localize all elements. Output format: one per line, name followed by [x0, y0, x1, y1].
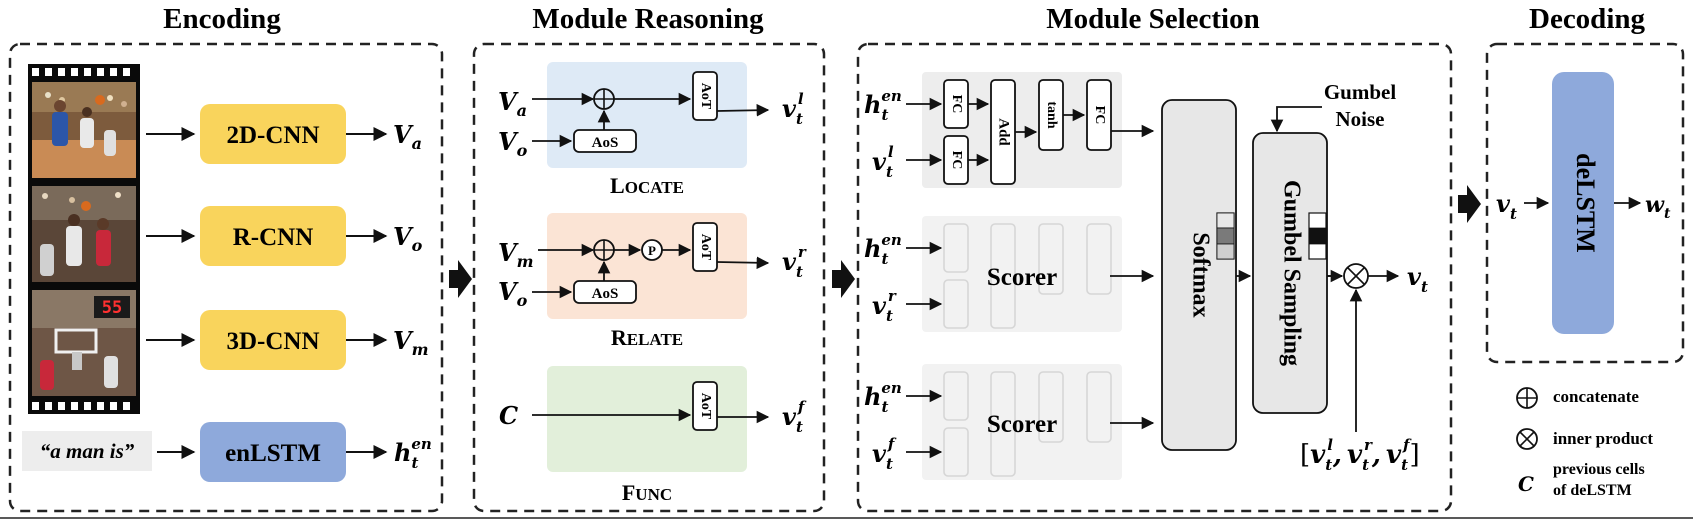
func-out-v: vtf [782, 398, 807, 436]
bracket-vector: [vtl,vtr,vtf] [1300, 436, 1420, 474]
sel-h-en-3: hten [864, 379, 902, 416]
relate-aos-label: AoS [592, 286, 619, 302]
dec-out-w: wt [1645, 192, 1671, 222]
rcnn-label: R-CNN [233, 224, 314, 251]
gumbel-noise-2: Noise [1336, 107, 1385, 131]
gumbel-noise-1: Gumbel [1324, 80, 1397, 104]
sel-v-l: vtl [872, 143, 894, 181]
gumbel-sampling-box [1252, 132, 1328, 414]
video-frame-2 [32, 186, 136, 282]
sel-h-en-2: hten [864, 231, 902, 268]
legend: concatenate inner product C previous cel… [1516, 387, 1653, 499]
softmax-box [1161, 99, 1237, 451]
locate-out-line [716, 103, 770, 117]
legend-concat-label: concatenate [1553, 387, 1639, 406]
locate-aos-label: AoS [592, 135, 619, 151]
s2-ghost-blocks [943, 223, 1112, 329]
relate-out-line [716, 256, 770, 270]
s1-add-label: Add [996, 118, 1012, 146]
caption-box [22, 431, 152, 471]
sel-v-f: vtf [872, 435, 897, 473]
locate-aot-box [692, 71, 718, 121]
sel-v-r: vtr [872, 287, 897, 325]
sel-out-v: vt [1407, 262, 1428, 296]
inner-x-2 [1347, 267, 1365, 285]
scorer-2-label: Scorer [987, 264, 1057, 291]
sel-h-en-1: hten [864, 87, 902, 124]
softmax-label: Softmax [1187, 232, 1213, 317]
onehot-vector [1308, 212, 1327, 260]
label-h-en: hten [394, 435, 432, 472]
label-vm: Vm [393, 326, 429, 359]
locate-in-vo: Vo [498, 127, 528, 160]
s1-tanh-label: tanh [1044, 101, 1059, 128]
legend-prev-2: of deLSTM [1553, 482, 1632, 499]
delstm-label: deLSTM [1571, 153, 1600, 253]
video-frame-3: 55 [32, 290, 136, 396]
cnn-2d-box [200, 104, 346, 164]
relate-title: RELATE [611, 325, 683, 350]
scorer-relate [922, 216, 1122, 332]
relate-out-v: vtr [782, 243, 807, 281]
gumbel-noise-arrow [1270, 106, 1322, 133]
legend-inner-icon [1516, 428, 1538, 450]
fat-arrow-2 [832, 260, 855, 298]
locate-aot-label: AoT [698, 83, 713, 110]
locate-title: LOCATE [610, 173, 684, 198]
func-title: FUNC [622, 480, 672, 505]
locate-in-va: Va [498, 87, 527, 120]
film-strip: 55 [28, 64, 140, 414]
s1-fc-h-label: FC [949, 95, 964, 114]
relate-in-vo: Vo [498, 277, 528, 310]
delstm-box [1552, 72, 1614, 334]
cnn-3d-label: 3D-CNN [226, 328, 319, 355]
func-aot-box [692, 381, 718, 431]
softmax-prob-vector [1216, 212, 1235, 260]
relate-aos-box [573, 280, 637, 304]
locate-out-v: vtl [782, 90, 804, 128]
caption-text: “a man is” [40, 439, 135, 463]
enlstm-label: enLSTM [225, 440, 321, 467]
label-vo: Vo [393, 222, 423, 255]
s3-ghost-blocks [943, 371, 1112, 477]
legend-inner-label: inner product [1553, 429, 1653, 448]
scoreboard-digits: 55 [102, 298, 122, 318]
reasoning-frame [472, 42, 826, 513]
module-reasoning-title: Module Reasoning [532, 3, 764, 35]
fat-arrow-1 [449, 260, 472, 298]
scorer-detailed [922, 72, 1122, 188]
relate-p-label: P [648, 243, 656, 258]
fat-arrow-3 [1458, 185, 1481, 223]
module-selection-title: Module Selection [1046, 3, 1259, 35]
encoding-title: Encoding [163, 3, 281, 35]
func-aot-label: AoT [698, 393, 713, 420]
scorer-func [922, 364, 1122, 480]
s1-fc-out [1086, 79, 1112, 151]
gumbel-sampling-label: Gumbel Sampling [1278, 180, 1304, 366]
legend-prev-1: previous cells [1553, 461, 1645, 478]
decoding-title: Decoding [1529, 3, 1646, 35]
decoding-frame [1485, 42, 1685, 364]
cnn-3d-box [200, 310, 346, 370]
dec-in-v: vt [1496, 189, 1517, 223]
s1-fc-out-label: FC [1092, 106, 1107, 125]
scorer-3-label: Scorer [987, 411, 1057, 438]
relate-aot-box [692, 222, 718, 272]
s1-fc-v-label: FC [949, 151, 964, 170]
rcnn-box [200, 206, 346, 266]
func-in-c: C [499, 401, 518, 430]
relate-in-vm: Vm [498, 238, 534, 271]
cnn-2d-label: 2D-CNN [226, 122, 319, 149]
enlstm-box [200, 422, 346, 482]
video-frame-1 [32, 82, 136, 178]
locate-aos-box [573, 129, 637, 153]
legend-c-symbol: C [1518, 472, 1534, 496]
relate-aot-label: AoT [698, 234, 713, 261]
encoding-frame [8, 42, 444, 513]
label-va: Va [393, 120, 422, 153]
